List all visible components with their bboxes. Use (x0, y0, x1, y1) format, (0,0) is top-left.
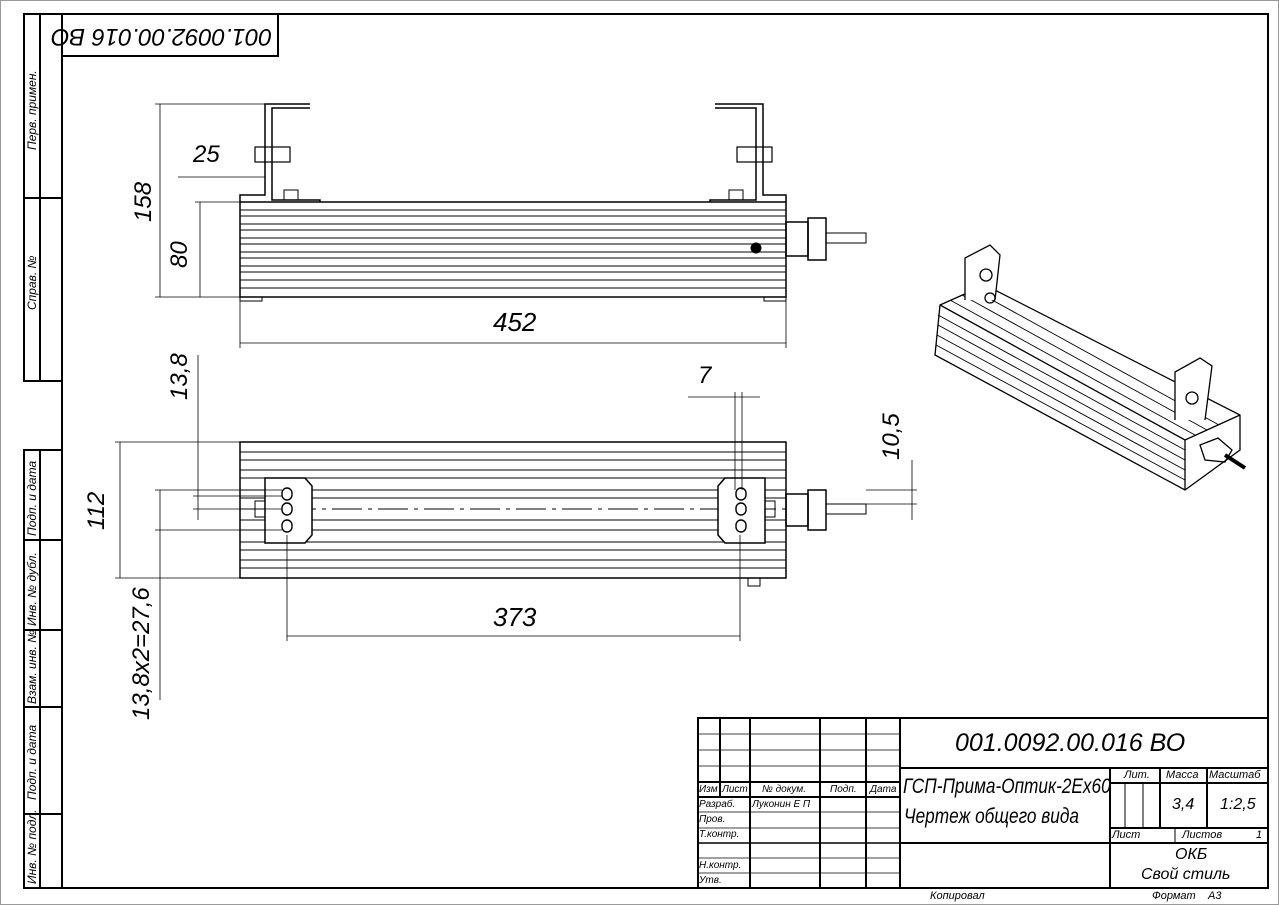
dimension-13-8: 13,8 (166, 353, 193, 400)
label-lit: Лит. (1124, 769, 1150, 781)
row-utv: Утв. (699, 875, 722, 886)
dimension-112: 112 (83, 491, 110, 530)
label-vzam-inv: Взам. инв. № (25, 629, 39, 704)
dimension-7: 7 (698, 362, 712, 389)
title-name-line1: ГСП-Прима-Оптик-2Ех60 (903, 775, 1111, 798)
col-list: Лист (722, 784, 748, 795)
dimension-25: 25 (193, 141, 220, 168)
label-perv-primen: Перв. примен. (25, 70, 39, 150)
col-podp: Подп. (830, 784, 857, 795)
massa-value: 3,4 (1172, 796, 1195, 813)
razrab-name: Луконин Е П (752, 799, 811, 810)
front-view (155, 103, 867, 348)
label-list: Лист (1112, 829, 1141, 841)
dimension-10-5: 10,5 (878, 413, 905, 460)
row-prov: Пров. (699, 814, 726, 825)
title-designation: 001.0092.00.016 ВО (955, 729, 1186, 757)
row-nkontr: Н.контр. (699, 860, 742, 871)
dimension-373: 373 (493, 602, 537, 632)
row-razrab: Разраб. (699, 799, 736, 810)
label-kopiroval: Копировал (930, 890, 985, 902)
title-block-grid (697, 717, 1269, 889)
label-podp-data-2: Подп. и дата (25, 724, 39, 800)
listov-value: 1 (1256, 829, 1263, 841)
col-dokum: № докум. (762, 784, 807, 795)
isometric-view (934, 244, 1247, 491)
dimension-80: 80 (166, 241, 193, 268)
title-name-line2: Чертеж общего вида (904, 805, 1079, 828)
label-masshtab: Масштаб (1209, 769, 1261, 781)
dimension-452: 452 (493, 307, 537, 337)
rotated-designation: 001.0092.00.016 ВО (51, 23, 272, 50)
dimension-13-8x2: 13,8x2=27,6 (128, 587, 155, 720)
col-izm: Изм (699, 784, 718, 795)
label-podp-data-1: Подп. и дата (25, 460, 39, 536)
dimension-158: 158 (130, 181, 157, 222)
label-format: Формат (1152, 890, 1196, 902)
label-listov: Листов (1182, 829, 1223, 841)
col-data: Дата (870, 784, 897, 795)
left-strip (23, 13, 63, 889)
label-massa: Масса (1166, 769, 1199, 781)
label-inv-dubl: Инв. № дубл. (25, 552, 39, 626)
masshtab-value: 1:2,5 (1220, 796, 1256, 813)
org-line1: ОКБ (1175, 846, 1208, 863)
org-line2: Свой стиль (1141, 866, 1231, 883)
row-tkontr: Т.контр. (699, 829, 740, 840)
label-inv-podl: Инв. № подл. (25, 809, 39, 884)
rotated-designation-box (61, 13, 279, 57)
top-view (115, 355, 917, 700)
label-sprav-no: Справ. № (25, 255, 39, 310)
format-value: A3 (1208, 890, 1222, 902)
